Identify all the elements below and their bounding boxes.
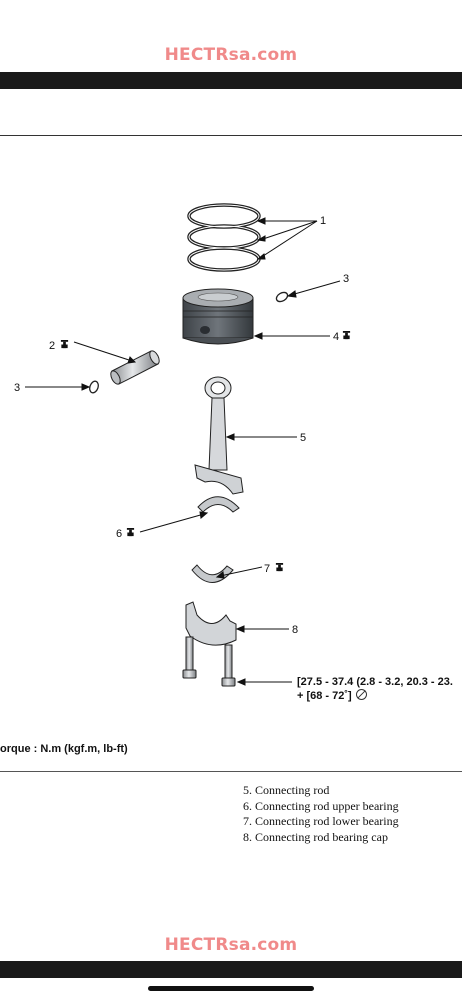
callout-piston-rings: 1	[320, 215, 326, 227]
legend-item: 5. Connecting rod	[243, 783, 330, 797]
torque-spec-value: [27.5 - 37.4 (2.8 - 3.2, 20.3 - 23.	[297, 676, 453, 688]
home-indicator[interactable]	[148, 986, 314, 991]
cap-bolts	[182, 636, 236, 687]
upper-bearing	[197, 496, 240, 513]
parts-legend: 5. Connecting rod 6. Connecting rod uppe…	[243, 783, 399, 845]
callout-snap-ring-left: 3	[14, 382, 20, 394]
callout-piston: 4	[333, 331, 339, 343]
piston-pin	[110, 350, 160, 385]
torque-unit-label: orque : N.m (kgf.m, lb-ft)	[0, 743, 128, 755]
watermark-top: HECTRsa.com	[164, 45, 298, 65]
torque-wrench-icon	[60, 340, 69, 349]
callout-upper-bearing: 6	[116, 528, 122, 540]
torque-spec: [27.5 - 37.4 (2.8 - 3.2, 20.3 - 23. + [6…	[297, 675, 462, 703]
callout-line-3-left	[25, 383, 91, 391]
callout-line-6	[139, 511, 209, 533]
torque-wrench-icon	[126, 528, 135, 537]
callout-snap-ring-right: 3	[343, 273, 349, 285]
callout-line-3-right	[286, 280, 341, 298]
prohibit-icon	[355, 689, 367, 700]
legend-item: 8. Connecting rod bearing cap	[243, 829, 388, 844]
callout-lower-bearing: 7	[264, 563, 270, 575]
snap-ring-left	[89, 380, 99, 394]
callout-line-8	[235, 625, 289, 633]
snap-ring-right	[275, 291, 289, 303]
section-divider-bottom	[0, 771, 462, 772]
section-divider-top	[0, 135, 462, 136]
callout-line-torque	[236, 678, 292, 686]
piston-rod-exploded-diagram: 1 3 4 2 3	[14, 203, 351, 687]
footer-bar	[0, 961, 462, 978]
torque-wrench-icon	[342, 331, 351, 340]
torque-angle: + [68 - 72˚]	[297, 689, 462, 703]
callout-connecting-rod: 5	[300, 432, 306, 444]
callout-line-2	[73, 341, 137, 364]
torque-angle-value: + [68 - 72˚]	[297, 690, 352, 702]
callout-line-1	[256, 217, 318, 260]
callout-piston-pin: 2	[49, 340, 55, 352]
lower-bearing	[191, 564, 234, 583]
watermark-bottom: HECTRsa.com	[164, 935, 298, 955]
piston-rings-inner	[188, 204, 260, 271]
piston-rings	[187, 203, 261, 272]
callout-bearing-cap: 8	[292, 624, 298, 636]
header-bar	[0, 72, 462, 89]
callout-line-7	[215, 566, 263, 579]
connecting-rod	[194, 376, 244, 495]
callout-line-5	[225, 433, 297, 441]
piston	[182, 288, 254, 345]
legend-item: 7. Connecting rod lower bearing	[243, 814, 399, 828]
torque-wrench-icon	[275, 563, 284, 572]
bearing-cap	[185, 601, 237, 646]
legend-item: 6. Connecting rod upper bearing	[243, 798, 399, 813]
callout-line-4	[253, 332, 330, 340]
